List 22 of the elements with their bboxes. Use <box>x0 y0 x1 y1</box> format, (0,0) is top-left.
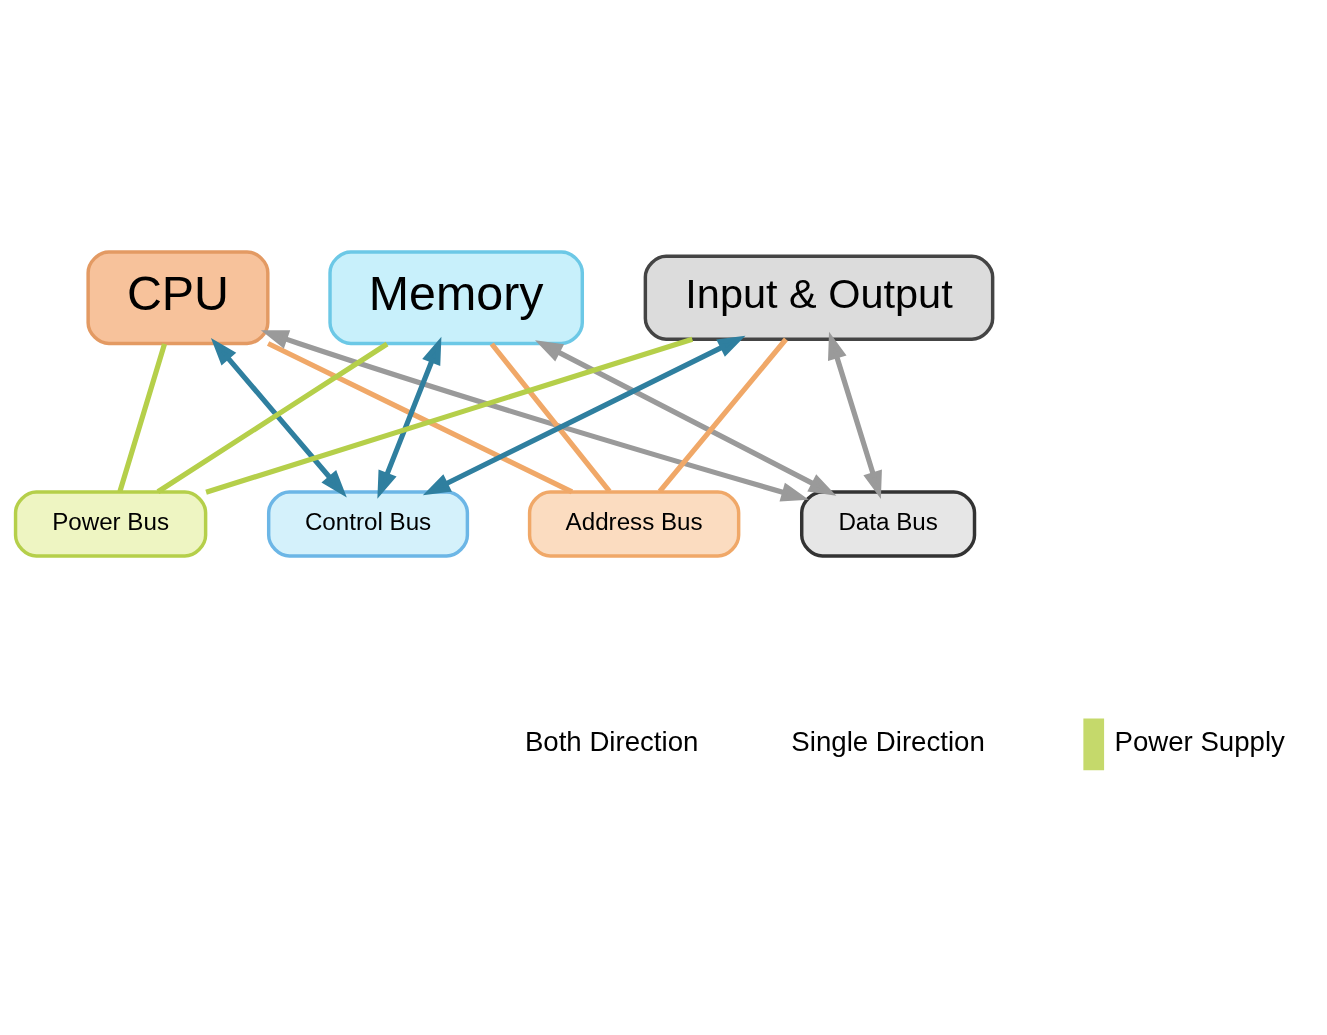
arrow <box>260 329 809 501</box>
connector <box>117 342 167 492</box>
legend-label: Single Direction <box>791 725 985 757</box>
node-box: Input & Output <box>643 254 995 341</box>
node-box: Power Bus <box>13 489 208 558</box>
node-box: Data Bus <box>800 489 977 558</box>
connector <box>205 336 694 495</box>
connector <box>489 341 612 493</box>
node-box: CPU <box>86 249 270 345</box>
node-box: Memory <box>328 249 584 345</box>
connector <box>156 341 389 494</box>
legend-label: Power Supply <box>1114 725 1285 757</box>
connector <box>657 337 788 493</box>
node-box: Address Bus <box>527 489 741 558</box>
arrow <box>422 335 746 495</box>
arrow <box>828 331 882 499</box>
connector <box>266 340 574 494</box>
node-box: Control Bus <box>266 489 470 558</box>
arrow <box>535 339 837 496</box>
arrow <box>210 337 347 497</box>
legend-label: Both Direction <box>524 725 699 757</box>
arrow <box>377 336 442 499</box>
